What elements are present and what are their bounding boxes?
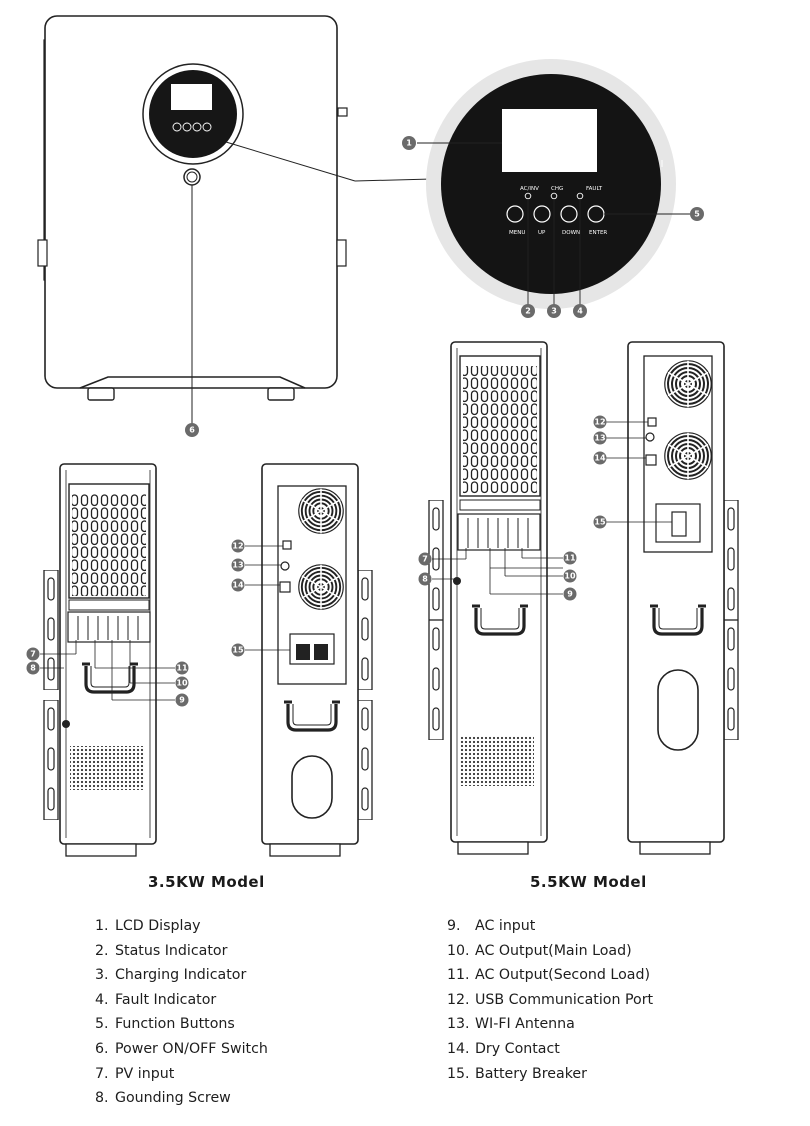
svg-text:11: 11 <box>176 664 188 673</box>
callouts: 1 2 3 4 5 6 7 8 11 10 9 12 13 14 15 7 8 … <box>26 136 704 707</box>
callout-8-3-5kw: 8 <box>26 661 40 675</box>
model-5-5kw-back-view <box>606 341 739 855</box>
callout-14-5-5kw: 14 <box>593 451 607 465</box>
legend-item: 1.LCD Display <box>95 918 201 934</box>
callout-3: 3 <box>547 304 561 318</box>
button-label-enter: ENTER <box>589 230 607 236</box>
callout-10-5-5kw: 10 <box>563 569 577 583</box>
legend-item: 8.Gounding Screw <box>95 1090 231 1107</box>
callout-13-3-5kw: 13 <box>231 558 245 572</box>
front-unit <box>37 15 348 428</box>
legend-right: 9.AC input 10.AC Output(Main Load) 11.AC… <box>447 914 653 1086</box>
callout-4: 4 <box>573 304 587 318</box>
svg-text:7: 7 <box>422 555 428 564</box>
callout-7-5-5kw: 7 <box>418 552 432 566</box>
legend-item: 6.Power ON/OFF Switch <box>95 1040 268 1057</box>
indicator-label-acinv: AC/INV <box>520 186 539 192</box>
svg-text:13: 13 <box>232 561 243 570</box>
svg-text:2: 2 <box>525 307 531 316</box>
model-3-5kw-side-view <box>40 463 175 857</box>
svg-text:8: 8 <box>422 575 428 584</box>
callout-13-5-5kw: 13 <box>593 431 607 445</box>
callout-1: 1 <box>402 136 416 150</box>
svg-text:14: 14 <box>232 581 244 590</box>
svg-text:15: 15 <box>594 518 606 527</box>
legend-item: 3.Charging Indicator <box>95 967 247 984</box>
model-3-5kw-back-view <box>245 463 373 857</box>
callout-15-5-5kw: 15 <box>593 515 607 529</box>
svg-text:9: 9 <box>567 590 573 599</box>
svg-text:3: 3 <box>551 307 557 316</box>
svg-text:10: 10 <box>564 572 576 581</box>
svg-text:5: 5 <box>694 210 700 219</box>
zoomed-control-panel: AC/INV CHG FAULT MENU UP DOWN ENTER <box>426 59 676 309</box>
svg-text:1: 1 <box>406 139 412 148</box>
callout-2: 2 <box>521 304 535 318</box>
callout-10-3-5kw: 10 <box>175 676 189 690</box>
callout-12-3-5kw: 12 <box>231 539 245 553</box>
svg-text:11: 11 <box>564 554 576 563</box>
callout-11-5-5kw: 11 <box>563 551 577 565</box>
svg-text:15: 15 <box>232 646 244 655</box>
zoom-connector <box>225 141 356 182</box>
legend-item: 10.AC Output(Main Load) <box>447 942 632 959</box>
legend-item: 7.PV input <box>95 1065 175 1082</box>
button-label-down: DOWN <box>562 230 580 236</box>
callout-8-5-5kw: 8 <box>418 572 432 586</box>
svg-text:12: 12 <box>232 542 243 551</box>
svg-text:12: 12 <box>594 418 605 427</box>
legend-item: 15.Battery Breaker <box>447 1065 587 1082</box>
callout-11-3-5kw: 11 <box>175 661 189 675</box>
callout-7-3-5kw: 7 <box>26 647 40 661</box>
legend-item: 11.AC Output(Second Load) <box>447 967 650 984</box>
legend-item: 2.Status Indicator <box>95 942 228 959</box>
svg-text:4: 4 <box>577 307 583 316</box>
svg-text:10: 10 <box>176 679 188 688</box>
model-title-3-5kw: 3.5KW Model <box>148 873 265 891</box>
legend-item: 14.Dry Contact <box>447 1040 560 1057</box>
model-5-5kw-side-view <box>428 341 563 855</box>
legend-item: 4.Fault Indicator <box>95 991 217 1008</box>
svg-text:6: 6 <box>189 426 195 435</box>
svg-text:7: 7 <box>30 650 36 659</box>
legend-item: 12.USB Communication Port <box>447 991 654 1008</box>
lcd-screen <box>502 109 597 172</box>
legend-item: 13.WI-FI Antenna <box>447 1016 575 1033</box>
button-label-menu: MENU <box>509 230 525 236</box>
svg-text:8: 8 <box>30 664 36 673</box>
legend-item: 5.Function Buttons <box>95 1016 235 1033</box>
callout-9-3-5kw: 9 <box>175 693 189 707</box>
button-label-up: UP <box>538 230 546 236</box>
callout-15-3-5kw: 15 <box>231 643 245 657</box>
callout-14-3-5kw: 14 <box>231 578 245 592</box>
svg-text:14: 14 <box>594 454 606 463</box>
callout-6: 6 <box>185 423 199 437</box>
indicator-label-fault: FAULT <box>586 186 603 192</box>
legend-left: 1.LCD Display 2.Status Indicator 3.Charg… <box>95 914 268 1111</box>
callout-9-5-5kw: 9 <box>563 587 577 601</box>
callout-12-5-5kw: 12 <box>593 415 607 429</box>
callout-5: 5 <box>690 207 704 221</box>
svg-text:13: 13 <box>594 434 605 443</box>
indicator-label-chg: CHG <box>551 186 563 192</box>
legend-item: 9.AC input <box>447 918 536 934</box>
svg-text:9: 9 <box>179 696 185 705</box>
model-title-5-5kw: 5.5KW Model <box>530 873 647 891</box>
